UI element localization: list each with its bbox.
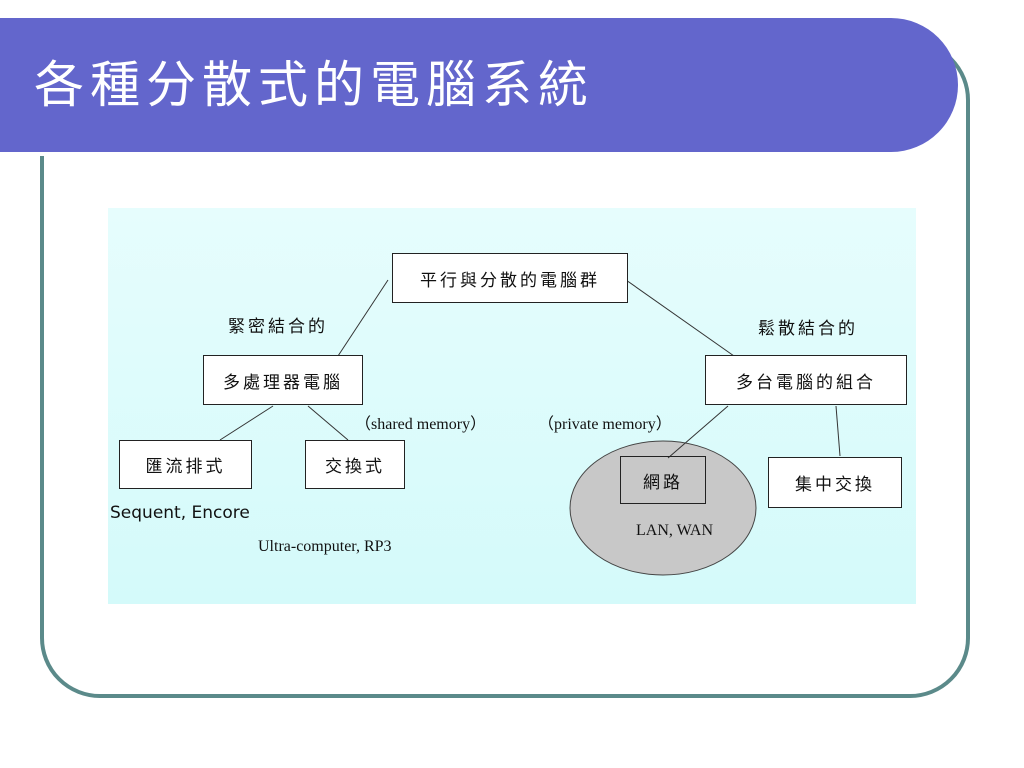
central-switch-box: 集中交換 <box>768 457 902 508</box>
shared-memory-label: （shared memory） <box>355 416 487 433</box>
line-multicomputer-to-network <box>667 405 729 459</box>
root-box: 平行與分散的電腦群 <box>392 253 628 303</box>
line-multiprocessor-to-switched <box>307 405 349 441</box>
connector-lines <box>219 279 841 576</box>
switched-box: 交換式 <box>305 440 405 489</box>
network-ellipse <box>569 440 757 576</box>
distributed-systems-diagram: 平行與分散的電腦群 緊密結合的 鬆散結合的 多處理器電腦 多台電腦的組合 （sh… <box>108 208 916 604</box>
private-memory-label: （private memory） <box>538 416 672 433</box>
multiprocessor-box: 多處理器電腦 <box>203 355 363 405</box>
line-root-to-multiprocessor <box>337 279 389 357</box>
bus-box: 匯流排式 <box>119 440 252 489</box>
line-multiprocessor-to-bus <box>219 405 274 441</box>
network-box: 網路 <box>620 456 706 504</box>
title-bar <box>0 18 958 156</box>
tightly-coupled-label: 緊密結合的 <box>228 317 328 337</box>
loosely-coupled-label: 鬆散結合的 <box>758 319 858 339</box>
line-root-to-multicomputer <box>625 279 735 357</box>
multicomputer-box: 多台電腦的組合 <box>705 355 907 405</box>
slide-title: 各種分散式的電腦系統 <box>34 56 594 114</box>
bus-examples-label: Sequent, Encore <box>110 503 250 523</box>
switched-examples-label: Ultra-computer, RP3 <box>258 538 392 555</box>
network-examples-label: LAN, WAN <box>636 522 714 539</box>
title-underline <box>0 152 905 156</box>
line-multicomputer-to-central-switch <box>835 405 841 457</box>
